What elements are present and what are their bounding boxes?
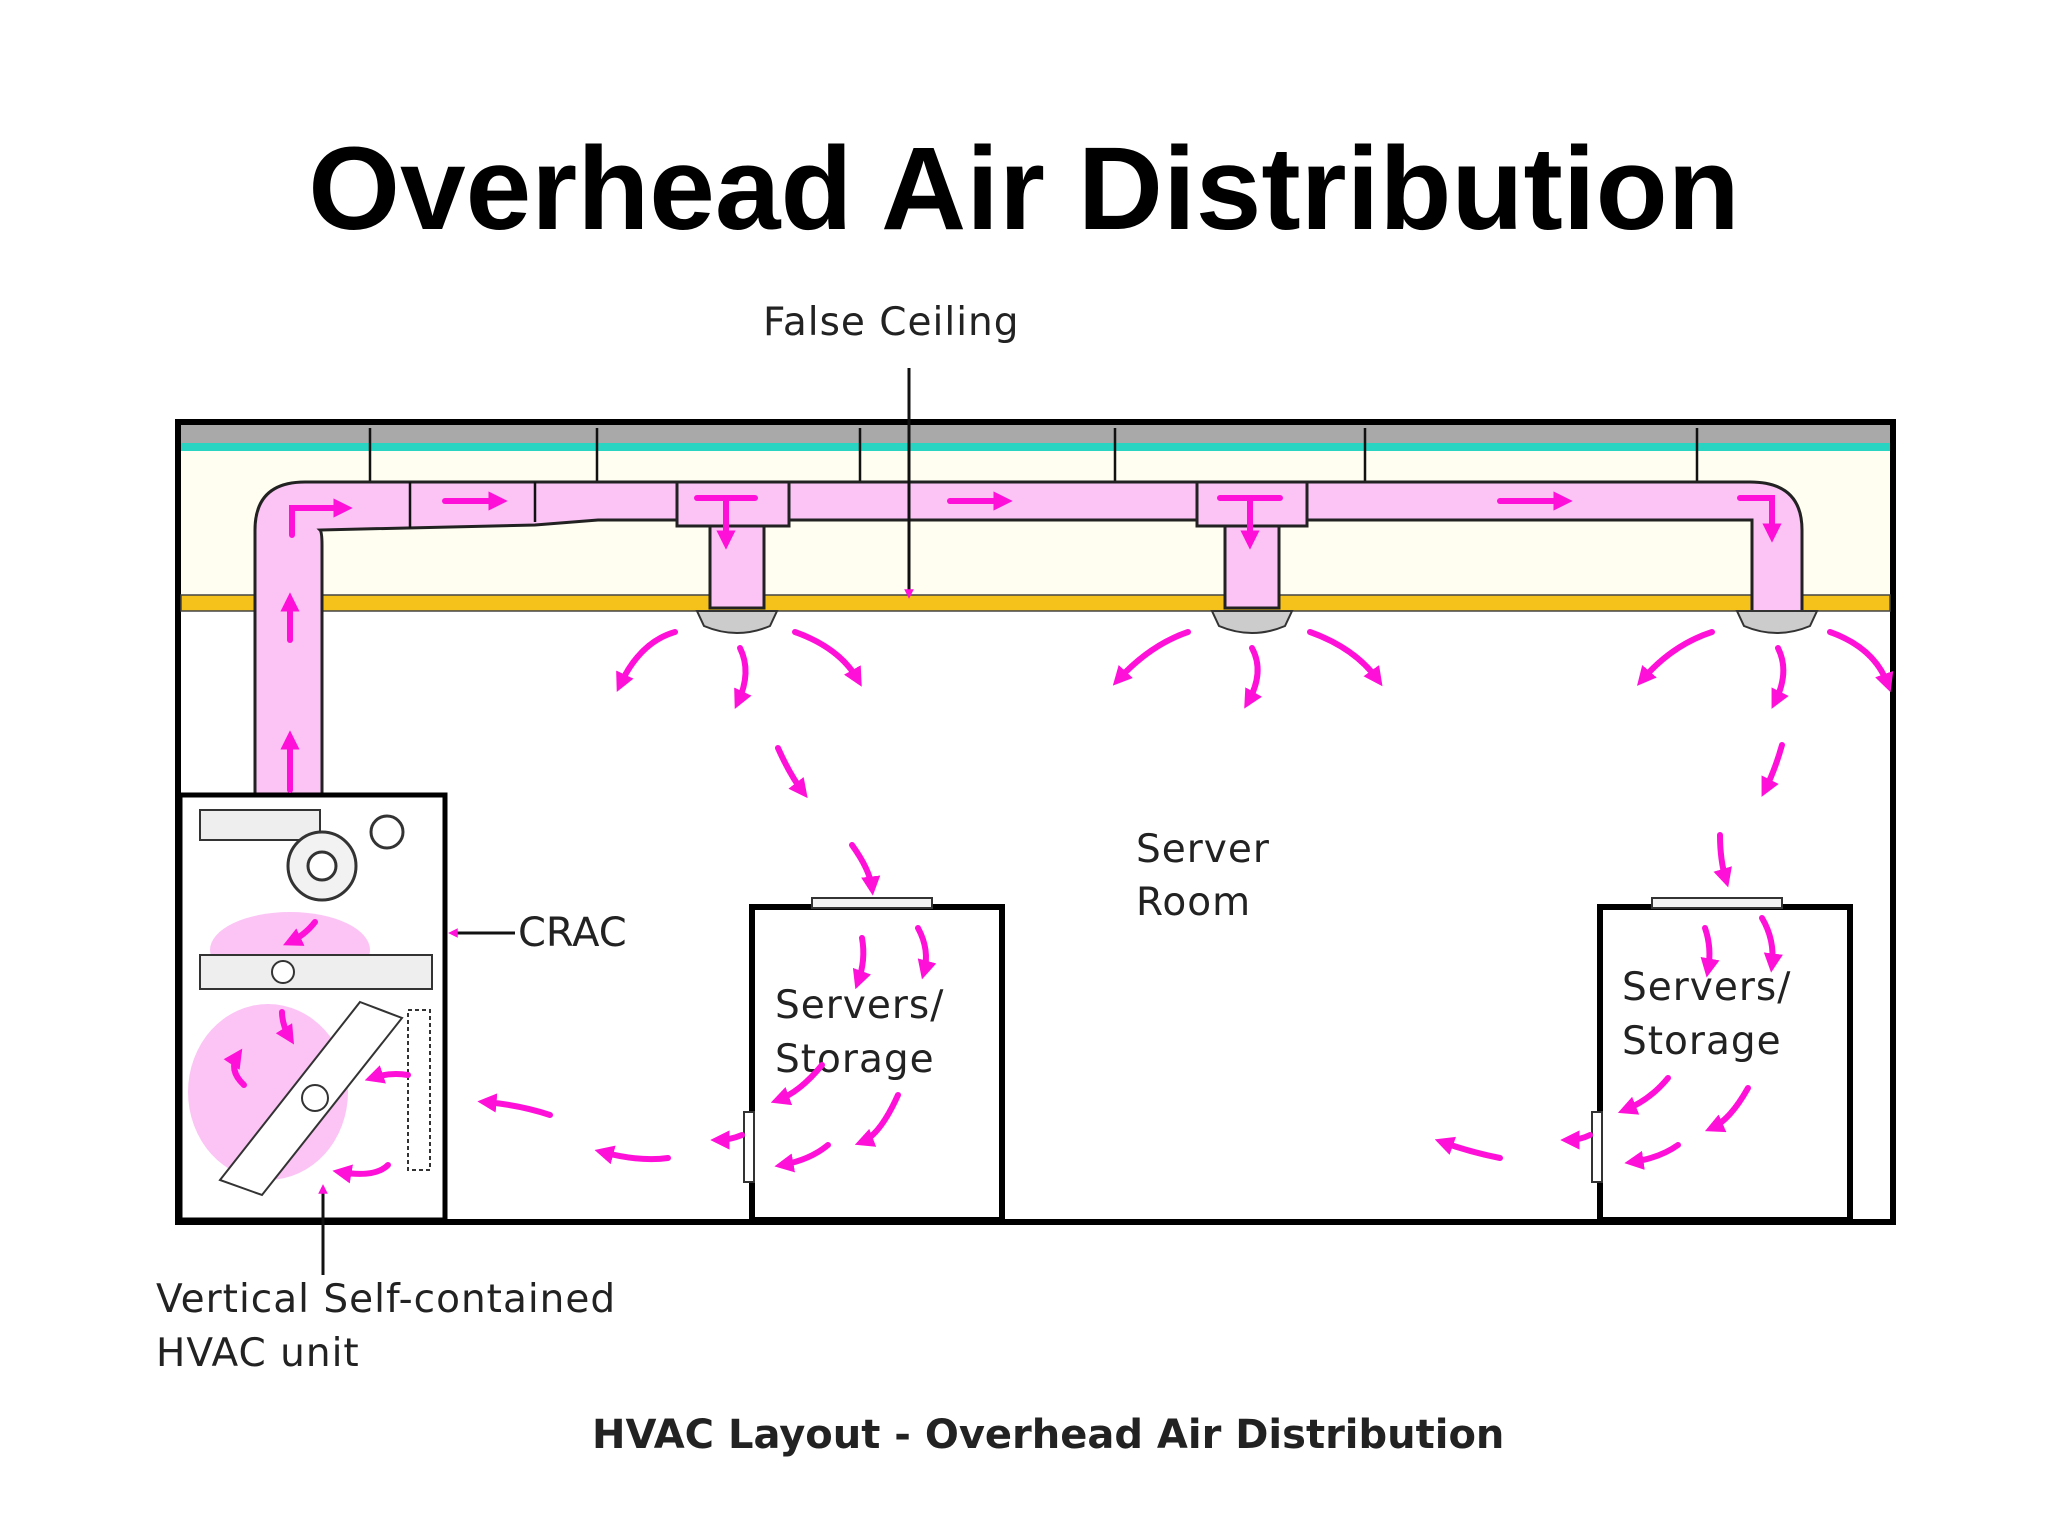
- servers-storage-1-line1: Servers/: [775, 983, 944, 1028]
- hvac-unit-label-line1: Vertical Self-contained: [156, 1277, 616, 1322]
- crac-label: CRAC: [518, 910, 627, 956]
- server-room-label-line2: Room: [1136, 880, 1251, 925]
- slide-title: Overhead Air Distribution: [308, 123, 1740, 255]
- ceiling-diffusers: [695, 610, 1819, 634]
- ceiling-slab-teal: [181, 443, 1890, 451]
- false-ceiling-label: False Ceiling: [763, 300, 1020, 345]
- server-room-label-line1: Server: [1136, 827, 1270, 872]
- servers-storage-1-line2: Storage: [775, 1037, 935, 1082]
- false-ceiling-beam: [180, 594, 1891, 612]
- room-airflow-arrows: [223, 629, 1894, 1184]
- ceiling-slab: [181, 425, 1890, 443]
- hvac-unit-label-line2: HVAC unit: [156, 1331, 360, 1376]
- servers-storage-2-line2: Storage: [1622, 1019, 1782, 1064]
- crac-unit: [177, 792, 448, 1223]
- server-rack-2: [1591, 897, 1853, 1223]
- diagram-caption: HVAC Layout - Overhead Air Distribution: [592, 1412, 1504, 1458]
- duct-airflow-arrows: [280, 491, 1782, 793]
